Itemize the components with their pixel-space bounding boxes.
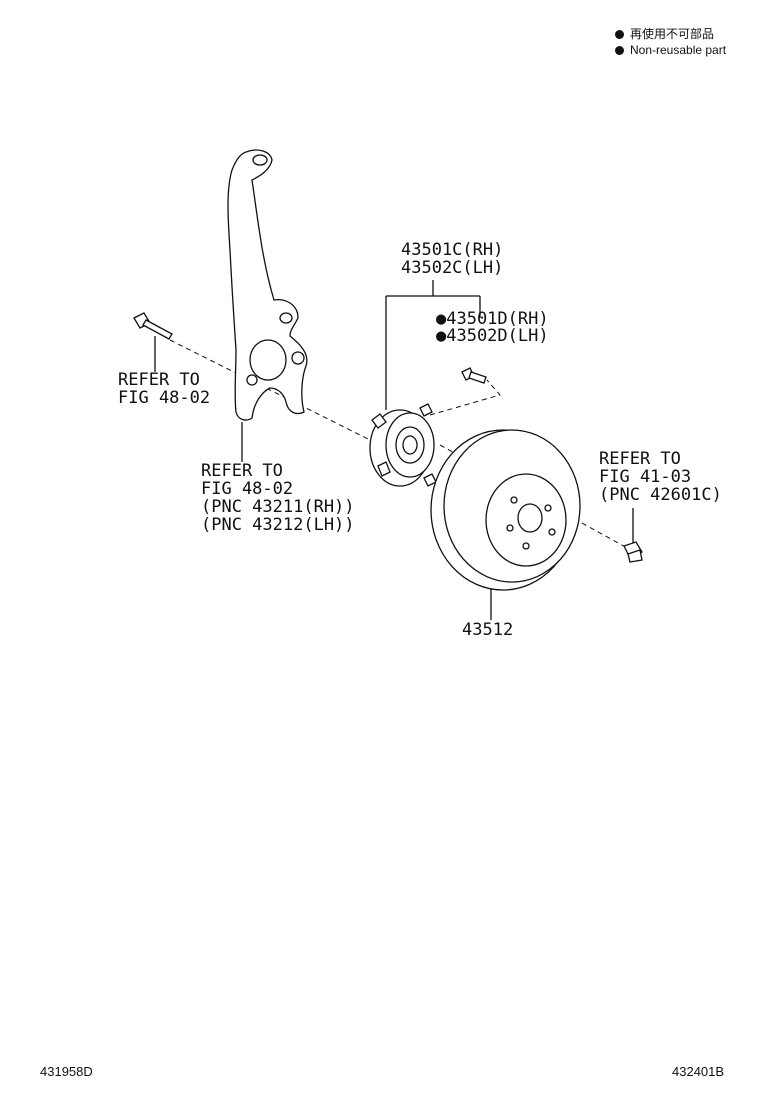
legend-row-jp: 再使用不可部品 xyxy=(615,26,726,42)
label-bolt-rh[interactable]: ●43501D(RH) xyxy=(436,309,549,329)
label-refer-knuckle-3[interactable]: (PNC 43211(RH)) xyxy=(201,497,355,517)
label-refer-left-1[interactable]: REFER TO xyxy=(118,370,200,390)
hub-bolt-icon xyxy=(461,367,487,384)
wheel-nut-icon xyxy=(623,541,643,563)
footer-left-code: 431958D xyxy=(40,1064,93,1079)
legend-row-en: Non-reusable part xyxy=(615,42,726,58)
bullet-icon xyxy=(615,29,624,39)
label-refer-left-2[interactable]: FIG 48-02 xyxy=(118,388,211,408)
label-hub-lh[interactable]: 43502C(LH) xyxy=(401,258,504,278)
label-refer-knuckle-1[interactable]: REFER TO xyxy=(201,461,283,481)
label-refer-right-1[interactable]: REFER TO xyxy=(599,449,681,469)
legend-text-en: Non-reusable part xyxy=(630,43,727,57)
legend: 再使用不可部品 Non-reusable part xyxy=(615,26,726,58)
knuckle-bolt-icon xyxy=(133,312,173,340)
brake-disc-icon xyxy=(430,429,581,591)
label-refer-right-3[interactable]: (PNC 42601C) xyxy=(599,485,722,505)
label-bolt-lh[interactable]: ●43502D(LH) xyxy=(436,326,549,346)
bullet-icon xyxy=(615,45,624,55)
steering-knuckle-icon xyxy=(227,149,308,421)
label-refer-right-2[interactable]: FIG 41-03 xyxy=(599,467,692,487)
hub-bearing-icon xyxy=(369,403,437,487)
footer-right-code: 432401B xyxy=(672,1064,725,1079)
leader-lines xyxy=(154,280,634,620)
label-disc[interactable]: 43512 xyxy=(462,620,514,640)
label-refer-knuckle-2[interactable]: FIG 48-02 xyxy=(201,479,294,499)
label-refer-knuckle-4[interactable]: (PNC 43212(LH)) xyxy=(201,515,355,535)
legend-text-jp: 再使用不可部品 xyxy=(630,27,715,41)
label-hub-rh[interactable]: 43501C(RH) xyxy=(401,240,504,260)
